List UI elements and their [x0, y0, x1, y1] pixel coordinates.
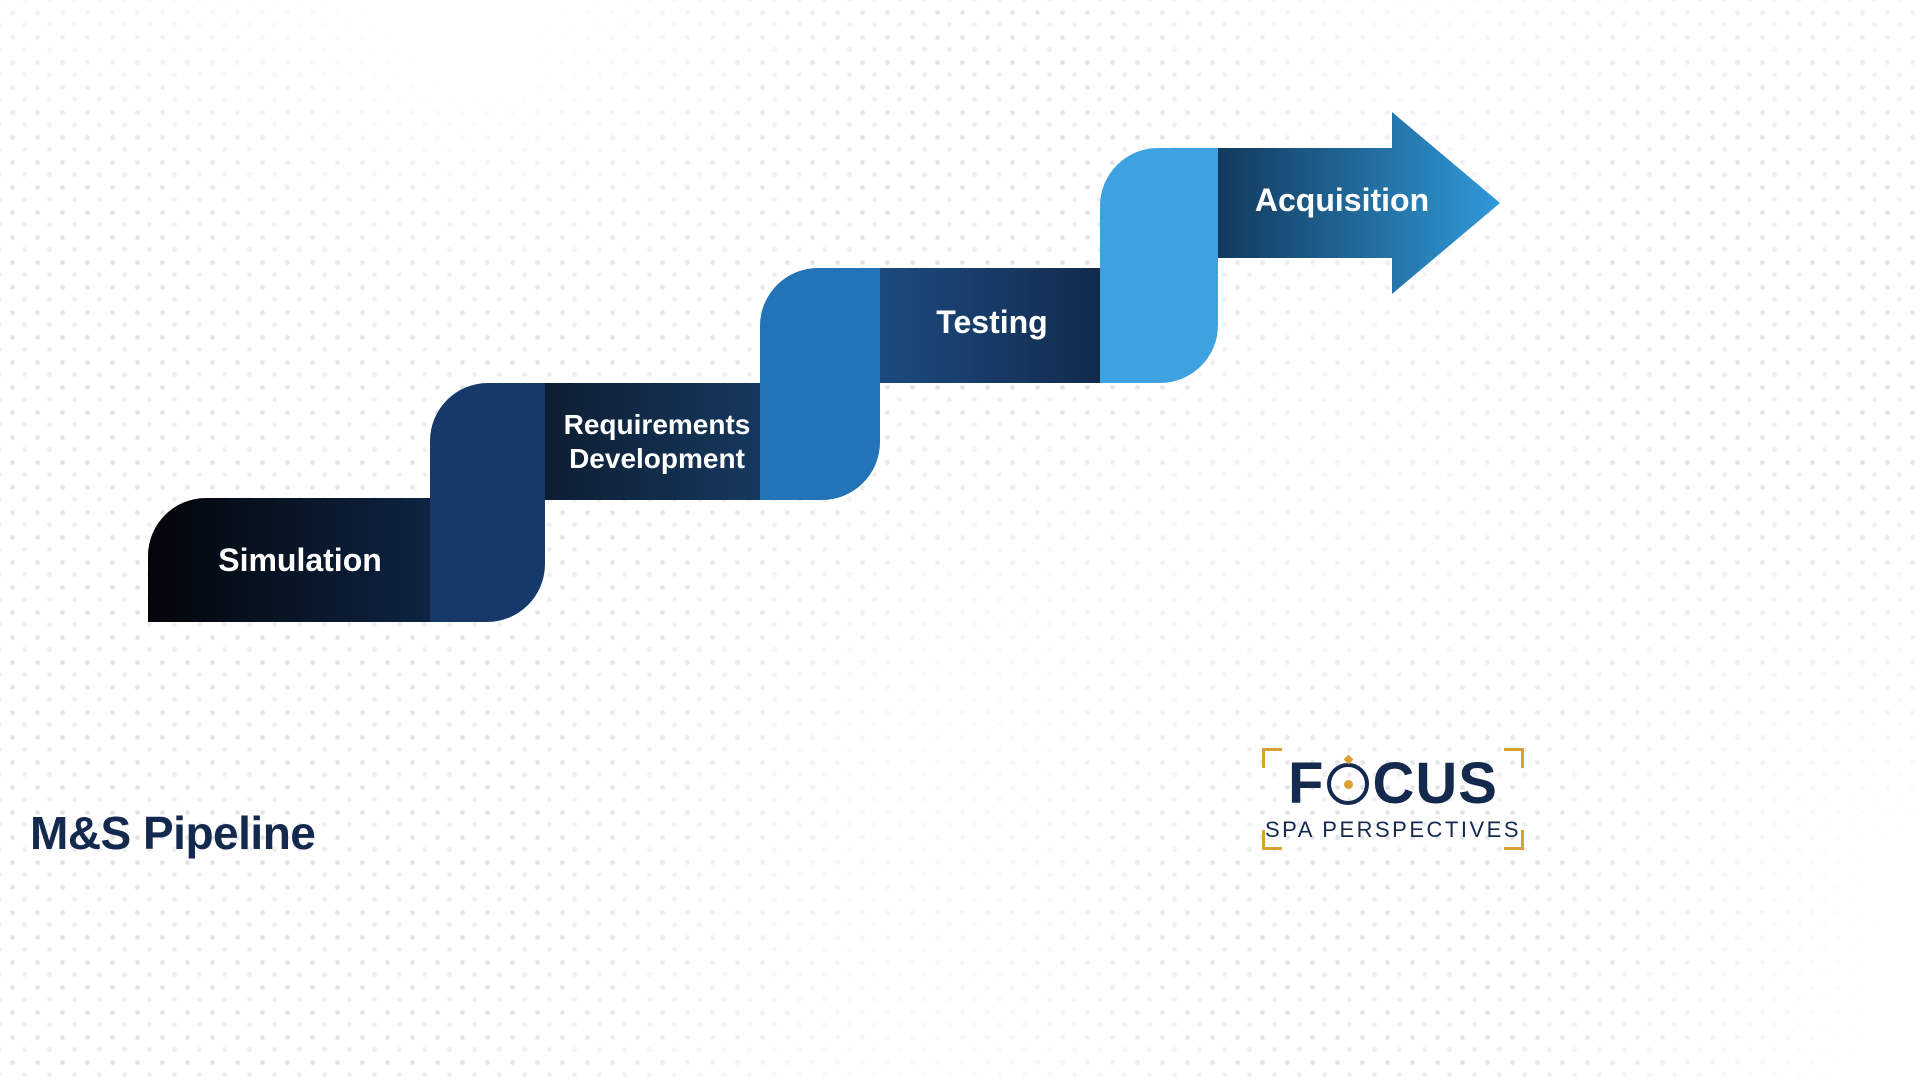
- acquisition-band-and-arrow: [1162, 112, 1500, 294]
- logo-frame-corner-bottom-right: [1504, 830, 1524, 850]
- logo-frame-corner-top-left: [1262, 748, 1282, 768]
- logo-word-end: CUS: [1372, 751, 1498, 816]
- requirements-label-line2: Development: [569, 443, 745, 474]
- riser-testing-to-acquisition: [1100, 148, 1218, 383]
- simulation-band: [148, 498, 480, 622]
- logo-frame-corner-top-right: [1504, 748, 1524, 768]
- riser-requirements-to-testing: [760, 268, 880, 500]
- target-dot-icon: [1343, 779, 1353, 789]
- focus-logo: F CUS SPA PERSPECTIVES: [1262, 748, 1524, 850]
- testing-label: Testing: [936, 304, 1047, 340]
- requirements-label-line1: Requirements: [564, 409, 751, 440]
- logo-word-start: F: [1288, 751, 1325, 816]
- page-title: M&S Pipeline: [30, 807, 316, 859]
- simulation-label: Simulation: [218, 542, 382, 578]
- riser-simulation-to-requirements: [430, 383, 545, 622]
- logo-frame-corner-bottom-left: [1262, 830, 1282, 850]
- target-tick-icon: [1343, 754, 1354, 765]
- logo-subtitle: SPA PERSPECTIVES: [1264, 817, 1521, 842]
- acquisition-label: Acquisition: [1255, 182, 1429, 218]
- logo-wordmark: F CUS: [1288, 755, 1498, 813]
- target-circle-icon: [1327, 754, 1370, 805]
